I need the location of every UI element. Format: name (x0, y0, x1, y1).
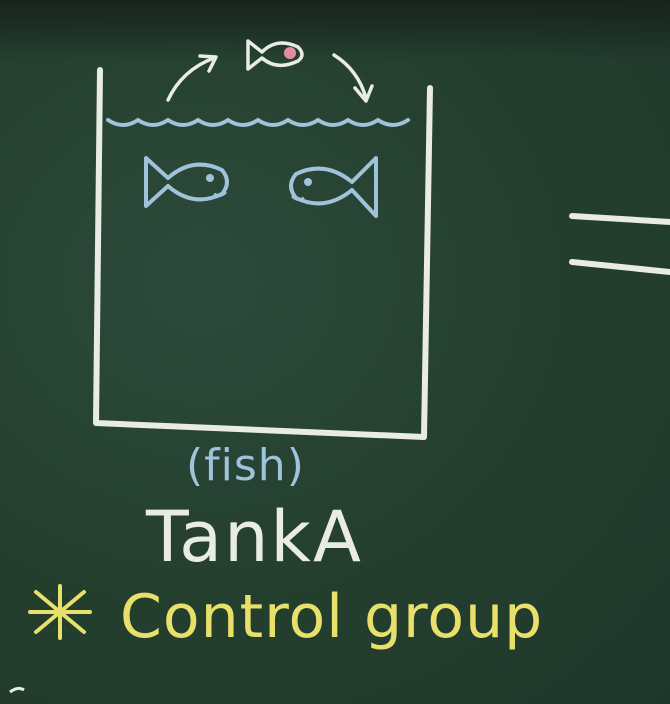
water-waves (106, 117, 410, 127)
chalk-mark (9, 686, 25, 694)
arrow-icon (332, 53, 374, 103)
tank-outline (93, 67, 433, 440)
tank-caption: (fish) (186, 440, 305, 491)
fish-icon (144, 156, 229, 208)
arrow-icon (166, 54, 218, 102)
fish-icon (246, 39, 304, 71)
tank-name: TankA (146, 496, 363, 578)
top-shadow (0, 0, 670, 60)
fish-icon (289, 156, 378, 218)
asterisk-icon (28, 584, 92, 640)
equals-sign (569, 213, 670, 275)
control-group-note: Control group (120, 582, 544, 652)
